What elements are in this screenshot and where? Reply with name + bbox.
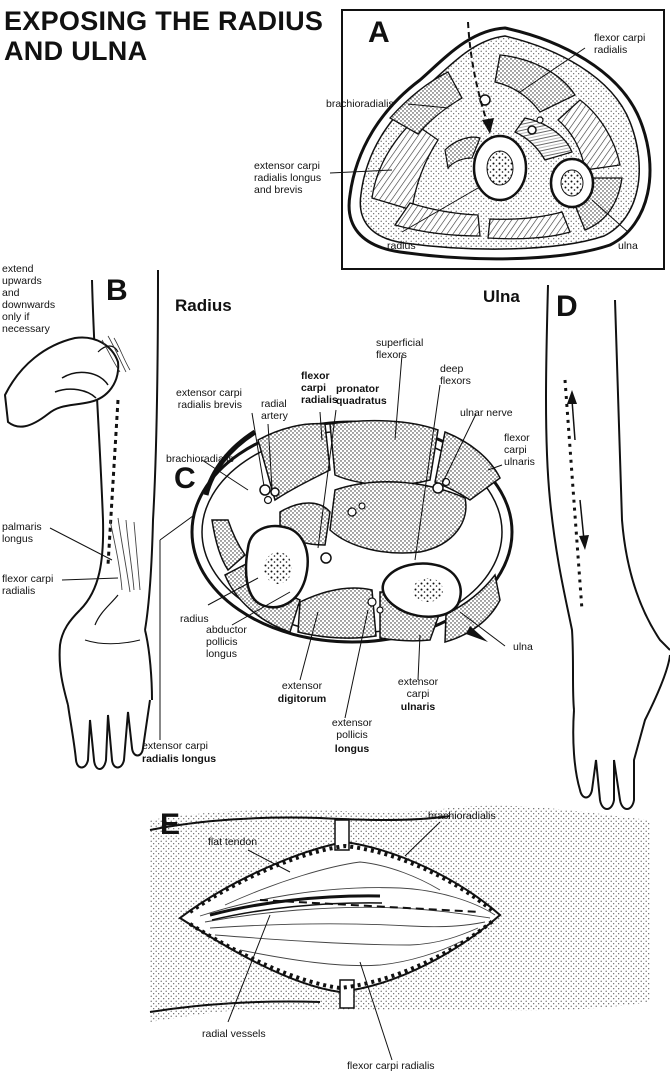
label-c-flexor-carpi-radialis: flexor carpi radialis: [301, 370, 338, 406]
label-a-ulna: ulna: [618, 240, 638, 252]
label-c-flexor-carpi-ulnaris: flexor carpi ulnaris: [504, 432, 535, 468]
label-c-pronator-quadratus: pronator quadratus: [336, 383, 387, 407]
label-c-ulna: ulna: [513, 641, 533, 653]
label-b-extensor-carpi-radialis-longus-2: radialis longus: [142, 753, 216, 765]
label-c-ulnar-nerve: ulnar nerve: [460, 407, 513, 419]
label-c-extensor-carpi-ulnaris-2: ulnaris: [386, 701, 450, 713]
label-a-extensor-carpi-radialis: extensor carpi radialis longus and brevi…: [254, 160, 321, 196]
label-b-flexor-carpi-radialis: flexor carpi radialis: [2, 573, 53, 597]
page-title: EXPOSING THE RADIUS AND ULNA: [4, 6, 323, 66]
label-b-extensor-carpi-radialis-longus-1: extensor carpi: [142, 740, 208, 752]
label-c-extensor-pollicis-longus-1: extensor pollicis: [322, 717, 382, 741]
label-c-extensor-digitorum-2: digitorum: [262, 693, 342, 705]
label-e-flexor-carpi-radialis: flexor carpi radialis: [347, 1060, 435, 1072]
panel-e-letter: E: [160, 810, 180, 840]
panel-d-letter: D: [556, 292, 578, 322]
title-line-2: AND ULNA: [4, 36, 323, 66]
label-c-superficial-flexors: superficial flexors: [376, 337, 423, 361]
title-line-1: EXPOSING THE RADIUS: [4, 6, 323, 36]
label-c-extensor-pollicis-longus-2: longus: [322, 743, 382, 755]
label-a-radius: radius: [387, 240, 416, 252]
label-c-radius: radius: [180, 613, 209, 625]
panel-c-letter: C: [174, 464, 196, 494]
panel-b-letter: B: [106, 276, 128, 306]
label-a-brachioradialis: brachioradialis: [326, 98, 394, 110]
label-b-palmaris-longus: palmaris longus: [2, 521, 42, 545]
label-c-extensor-digitorum-1: extensor: [262, 680, 342, 692]
label-e-radial-vessels: radial vessels: [202, 1028, 266, 1040]
heading-ulna: Ulna: [483, 287, 520, 307]
label-e-brachioradialis: brachioradialis: [428, 810, 496, 822]
panel-d-arm: [546, 285, 670, 809]
label-b-extend-note: extend upwards and downwards only if nec…: [2, 263, 55, 335]
label-c-extensor-carpi-ulnaris-1: extensor carpi: [386, 676, 450, 700]
label-a-flexor-carpi-radialis: flexor carpi radialis: [594, 32, 645, 56]
label-c-radial-artery: radial artery: [261, 398, 288, 422]
label-e-flat-tendon: flat tendon: [208, 836, 257, 848]
panel-b-forearm: [5, 270, 208, 769]
label-c-brachioradialis: brachioradialis: [166, 453, 234, 465]
label-c-abductor-pollicis-longus: abductor pollicis longus: [206, 624, 247, 660]
label-c-extensor-carpi-radialis-brevis: extensor carpi radialis brevis: [176, 387, 242, 411]
heading-radius: Radius: [175, 296, 232, 316]
panel-a-letter: A: [368, 18, 390, 48]
label-c-deep-flexors: deep flexors: [440, 363, 471, 387]
